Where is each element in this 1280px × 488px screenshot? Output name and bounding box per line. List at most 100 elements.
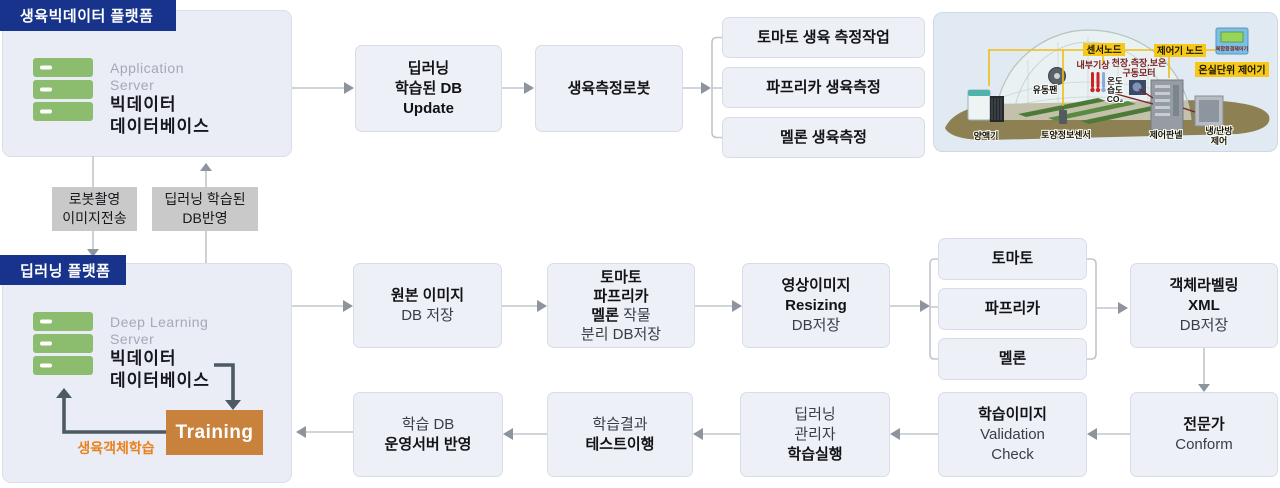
- server-name-label: 데이터베이스: [110, 371, 210, 390]
- label-line: 토마토: [991, 250, 1034, 267]
- label-line: Conform: [1175, 435, 1233, 453]
- label-line: 학습실행: [787, 445, 843, 463]
- crop-rows: [1018, 98, 1169, 124]
- label-line: 멜론 작물: [591, 306, 651, 324]
- box-original-image-db: 원본 이미지 DB 저장: [353, 263, 502, 348]
- label-line: 학습이미지: [977, 405, 1047, 423]
- server-name-label: 빅데이터: [110, 349, 177, 368]
- box-task-tomato: 토마토 생육 측정작업: [722, 17, 925, 58]
- box-task-melon: 멜론 생육측정: [722, 117, 925, 158]
- box-labeling-xml-db: 객체라벨링 XML DB저장: [1130, 263, 1278, 348]
- nutrient-label: 양액기: [974, 130, 999, 141]
- label-line: XML: [1188, 296, 1220, 314]
- label-line: 테스트이행: [585, 435, 655, 453]
- label-line: DB저장: [1179, 316, 1229, 334]
- training-label: Training: [175, 421, 254, 443]
- bigdata-platform-badge-label: 생육빅데이터 플랫폼: [20, 8, 154, 25]
- server-type-label: Server: [110, 331, 155, 347]
- box-task-paprika: 파프리카 생육측정: [722, 67, 925, 108]
- server-icon: [33, 312, 93, 375]
- box-dl-db-update: 딥러닝 학습된 DB Update: [355, 45, 502, 132]
- label-line: 토마토 생육 측정작업: [757, 28, 890, 46]
- box-crop-melon: 멜론: [938, 338, 1087, 380]
- label-line: 로봇촬영: [68, 191, 121, 207]
- box-crop-tomato: 토마토: [938, 238, 1087, 280]
- training-box: Training: [166, 410, 263, 455]
- label-line: 딥러닝: [794, 405, 836, 423]
- label-line: Validation: [980, 425, 1045, 443]
- circulation-fan-icon: [1048, 67, 1066, 85]
- env-controller-icon: 복합환경제어기: [1215, 27, 1249, 55]
- label-line: 운영서버 반영: [384, 435, 472, 453]
- label-line: 멜론 생육측정: [780, 128, 867, 146]
- ground-labels: 양액기 토양정보센서 제어판넬 냉/난방 제어: [973, 124, 1235, 147]
- label-line: 객체라벨링: [1169, 276, 1239, 294]
- motor-label: 구동모터: [1122, 67, 1155, 78]
- unit-controller-label: 온실단위 제어기: [1198, 64, 1265, 77]
- greenhouse-labels: 센서노드 제어기 노드 온실단위 제어기: [1083, 43, 1269, 77]
- label-line: Resizing: [785, 296, 847, 314]
- label-line: 분리 DB저장: [580, 325, 662, 343]
- hvac-label: 냉/난방: [1205, 125, 1233, 136]
- label-line: 파프리카: [984, 300, 1041, 317]
- box-validation-check: 학습이미지 Validation Check: [938, 392, 1087, 477]
- label-line: 이미지전송: [62, 210, 127, 226]
- server-icon: [33, 58, 93, 121]
- nutrient-machine-icon: [967, 89, 1004, 122]
- hvac-unit-icon: [1194, 95, 1224, 127]
- box-expert-conform: 전문가 Conform: [1130, 392, 1278, 477]
- controller-node-label: 제어기 노드: [1157, 45, 1204, 57]
- humidity-label: 습도: [1107, 85, 1123, 95]
- label-line: 학습된 DB: [394, 79, 463, 97]
- application-server-block: Application Server 빅데이터 데이터베이스: [32, 58, 210, 138]
- fan-label: 유동팬: [1033, 84, 1058, 95]
- server-name-label: 빅데이터: [110, 95, 177, 114]
- label-line: 파프리카 생육측정: [766, 78, 881, 96]
- label-line: 생육측정로봇: [567, 79, 651, 97]
- deep-learning-server-block: Deep Learning Server 빅데이터 데이터베이스: [32, 312, 210, 392]
- label-line: 딥러닝 학습된: [164, 191, 246, 207]
- indoor-weather-label: 내부기상: [1076, 59, 1110, 70]
- control-panel-label: 제어판넬: [1149, 129, 1182, 140]
- sensor-texts: 내부기상 천장.측장.보온 구동모터: [1076, 57, 1166, 78]
- server-type-label: Deep Learning: [110, 314, 209, 330]
- control-panel-icon: [1150, 79, 1184, 131]
- deeplearning-platform-badge: 딥러닝 플랫폼: [0, 255, 126, 285]
- box-crop-paprika: 파프리카: [938, 288, 1087, 330]
- greenhouse-image: 복합환경제어기 센서노드 제어기 노드 온실단위 제어기 내부기상 천장.측장.…: [933, 12, 1278, 152]
- deeplearning-platform-badge-label: 딥러닝 플랫폼: [20, 262, 111, 280]
- box-training-execution: 딥러닝 관리자 학습실행: [740, 392, 890, 477]
- co2-label: CO₂: [1107, 94, 1124, 104]
- label-line: 딥러닝: [407, 59, 450, 77]
- bigdata-platform-badge: 생육빅데이터 플랫폼: [0, 0, 176, 31]
- label-line: 전문가: [1183, 415, 1225, 433]
- box-image-resizing-db: 영상이미지 Resizing DB저장: [742, 263, 890, 348]
- label-line: 영상이미지: [781, 276, 851, 294]
- temp-label: 온도: [1107, 76, 1123, 86]
- box-crop-separation-db: 토마토 파프리카 멜론 작물 분리 DB저장: [547, 263, 695, 348]
- hvac-label: 제어: [1211, 135, 1228, 146]
- label-line: 파프리카: [593, 287, 649, 305]
- box-test-execution: 학습결과 테스트이행: [547, 392, 693, 477]
- training-caption: 생육객체학습: [77, 440, 155, 456]
- label-line: Check: [991, 445, 1034, 463]
- server-name-label: 데이터베이스: [110, 117, 210, 136]
- box-deploy-db: 학습 DB 운영서버 반영: [353, 392, 503, 477]
- label-dl-db-apply: 딥러닝 학습된 DB반영: [152, 187, 258, 231]
- sensor-node-label: 센서노드: [1087, 44, 1122, 56]
- control-links: [1108, 88, 1196, 113]
- box-growth-robot: 생육측정로봇: [535, 45, 683, 132]
- label-line: 학습결과: [592, 415, 648, 433]
- label-line: DB반영: [182, 210, 228, 226]
- label-line: DB 저장: [401, 306, 454, 324]
- drive-motor-icon: [1129, 80, 1146, 95]
- label-line: 멜론: [998, 350, 1027, 367]
- measure-texts: 온도 습도 CO₂ 유동팬: [1032, 75, 1125, 105]
- server-type-label: Server: [110, 77, 155, 93]
- label-line: 관리자: [794, 425, 836, 443]
- soil-sensor-label: 토양정보센서: [1041, 129, 1091, 140]
- label-line: 토마토: [600, 268, 642, 286]
- env-controller-label: 복합환경제어기: [1216, 46, 1249, 53]
- greenhouse-illustration: 복합환경제어기 센서노드 제어기 노드 온실단위 제어기 내부기상 천장.측장.…: [933, 12, 1278, 152]
